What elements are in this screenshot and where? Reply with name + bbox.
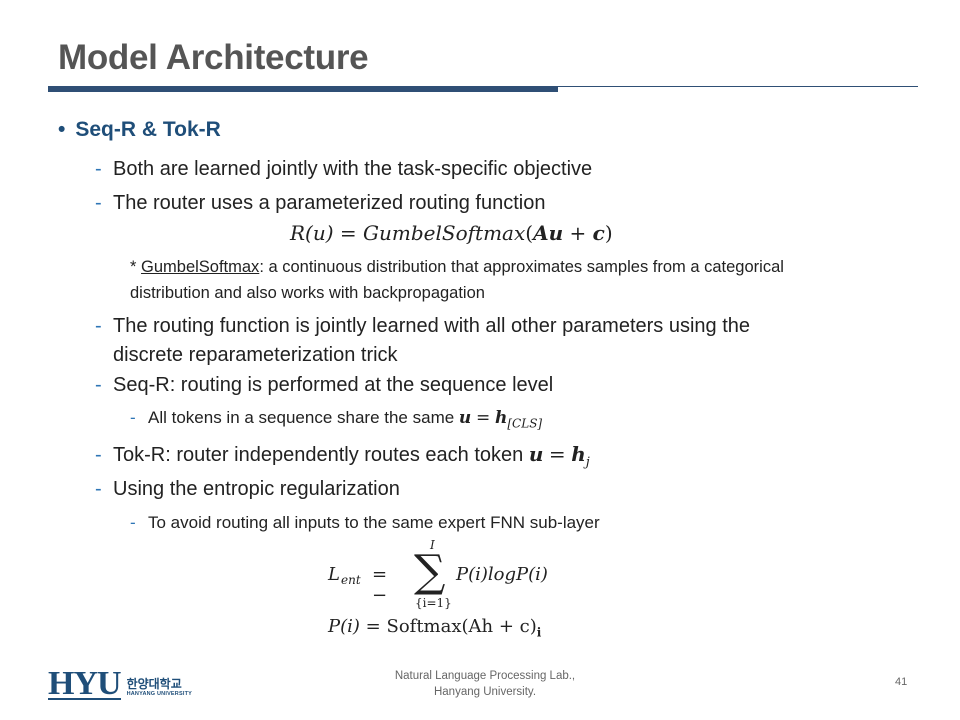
- sigma-symbol: ∑: [414, 546, 446, 597]
- list-item: -Tok-R: router independently routes each…: [95, 442, 590, 470]
- footer-affiliation: Natural Language Processing Lab., Hanyan…: [394, 670, 576, 698]
- main-bullet-text: Seq-R & Tok-R: [75, 118, 221, 141]
- eq-u: u: [548, 221, 564, 245]
- gumbel-definition: : a continuous distribution that approxi…: [130, 258, 784, 302]
- eq-A: A: [533, 221, 549, 245]
- title-divider-accent: [48, 86, 558, 92]
- logo-english: HANYANG UNIVERSITY: [126, 691, 192, 697]
- logo-text: HYU: [48, 665, 122, 702]
- list-item: -Using the entropic regularization: [95, 478, 400, 500]
- page-number: 41: [895, 676, 908, 688]
- gumbel-term: GumbelSoftmax: [141, 258, 260, 276]
- list-item-text: discrete reparameterization trick: [113, 344, 398, 366]
- eq-fn: GumbelSoftmax: [363, 221, 526, 245]
- eq-plus: +: [569, 221, 587, 245]
- sub-list-item: -To avoid routing all inputs to the same…: [130, 513, 600, 532]
- list-item-text: Using the entropic regularization: [113, 478, 400, 500]
- softmax-equation: P(i) = Softmax(Ah + c)i: [328, 616, 542, 640]
- routing-equation: R(u) = GumbelSoftmax(Au + c): [290, 221, 613, 245]
- gumbel-note: * GumbelSoftmax: a continuous distributi…: [130, 258, 784, 302]
- list-item: -Both are learned jointly with the task-…: [95, 158, 593, 180]
- sub-list-item: -All tokens in a sequence share the same…: [130, 408, 543, 431]
- bullet-dot: •: [58, 118, 66, 141]
- slide-title: Model Architecture: [58, 38, 369, 77]
- eq-c: c: [592, 221, 605, 245]
- list-item-text: Seq-R: routing is performed at the seque…: [113, 374, 554, 396]
- university-logo: HYU 한양대학교 HANYANG UNIVERSITY: [48, 665, 192, 702]
- list-item-text: Both are learned jointly with the task-s…: [113, 158, 593, 180]
- eq-lhs: R(u): [290, 221, 334, 245]
- list-item-text: The router uses a parameterized routing …: [113, 192, 546, 214]
- list-item: -The router uses a parameterized routing…: [95, 192, 546, 214]
- list-item: -Seq-R: routing is performed at the sequ…: [95, 374, 554, 396]
- main-bullet: • Seq-R & Tok-R: [58, 118, 221, 142]
- list-item: -The routing function is jointly learned…: [95, 315, 751, 366]
- logo-korean: 한양대학교: [126, 677, 182, 691]
- list-item-text: The routing function is jointly learned …: [113, 315, 751, 337]
